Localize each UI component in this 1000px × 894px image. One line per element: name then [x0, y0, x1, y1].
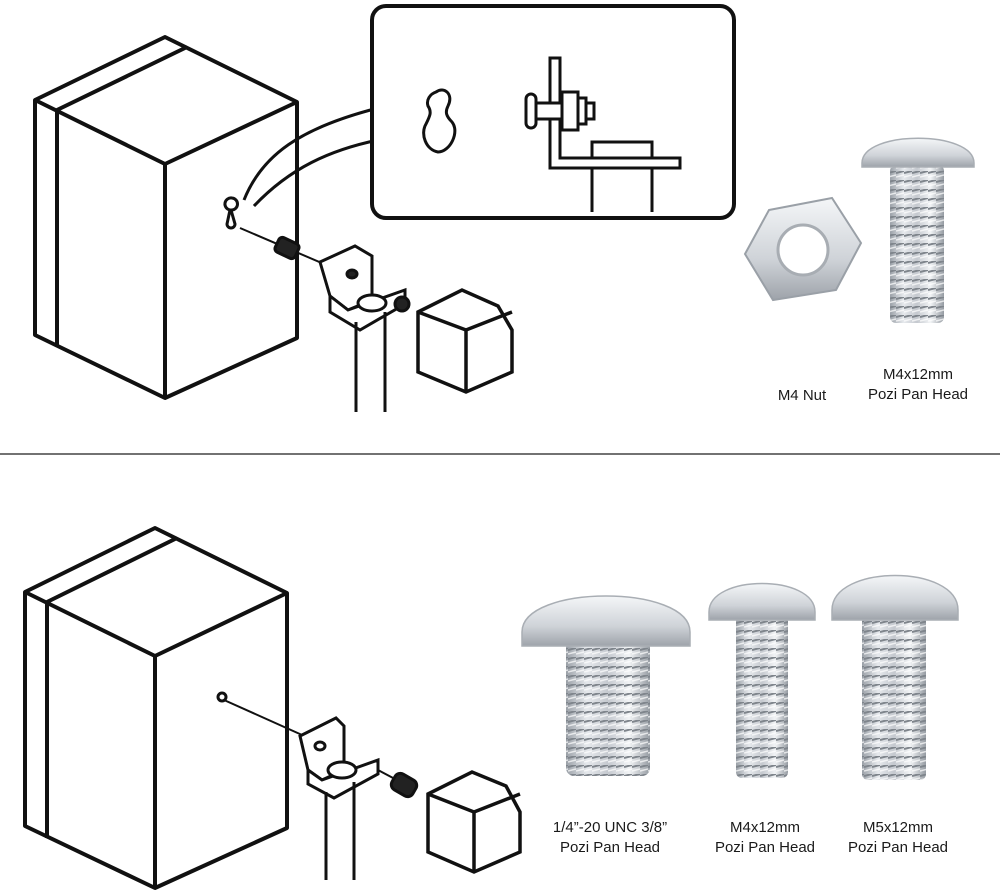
hex-nut-icon: [743, 196, 863, 302]
keyhole-detail-icon: [422, 88, 457, 154]
screw-label-bottom-3: M5x12mm Pozi Pan Head: [838, 818, 958, 858]
screw-type: Pozi Pan Head: [847, 839, 949, 856]
bracket-assembly-bottom: [216, 691, 419, 880]
nut-label-text: M4 Nut: [777, 387, 827, 404]
callout-leader: [242, 106, 379, 208]
pan-head-screw-icon: [708, 582, 816, 778]
screw-size: 1/4”-20 UNC 3/8”: [552, 819, 668, 836]
enclosure-box-bottom: [23, 526, 289, 890]
screw-label-bottom-1: 1/4”-20 UNC 3/8” Pozi Pan Head: [540, 818, 680, 858]
end-cap-top: [416, 288, 514, 394]
bracket-assembly-top: [239, 227, 411, 412]
screw-type: Pozi Pan Head: [559, 839, 661, 856]
pan-head-screw-icon: [861, 137, 975, 323]
screw-label-top: M4x12mm Pozi Pan Head: [858, 365, 978, 405]
screw-label-bottom-2: M4x12mm Pozi Pan Head: [705, 818, 825, 858]
keyhole-slot-icon: [223, 196, 239, 230]
pan-head-screw-icon: [521, 595, 691, 776]
screw-type: Pozi Pan Head: [867, 386, 969, 403]
screw-size: M4x12mm: [729, 819, 800, 836]
screw-size: M4x12mm: [882, 366, 953, 383]
bracket-detail-icon: [524, 56, 682, 212]
screw-type: Pozi Pan Head: [714, 839, 816, 856]
screw-size: M5x12mm: [862, 819, 933, 836]
pan-head-screw-icon: [831, 574, 959, 780]
end-cap-bottom: [426, 770, 522, 874]
nut-label: M4 Nut: [760, 386, 844, 406]
enclosure-box-top: [33, 35, 299, 400]
